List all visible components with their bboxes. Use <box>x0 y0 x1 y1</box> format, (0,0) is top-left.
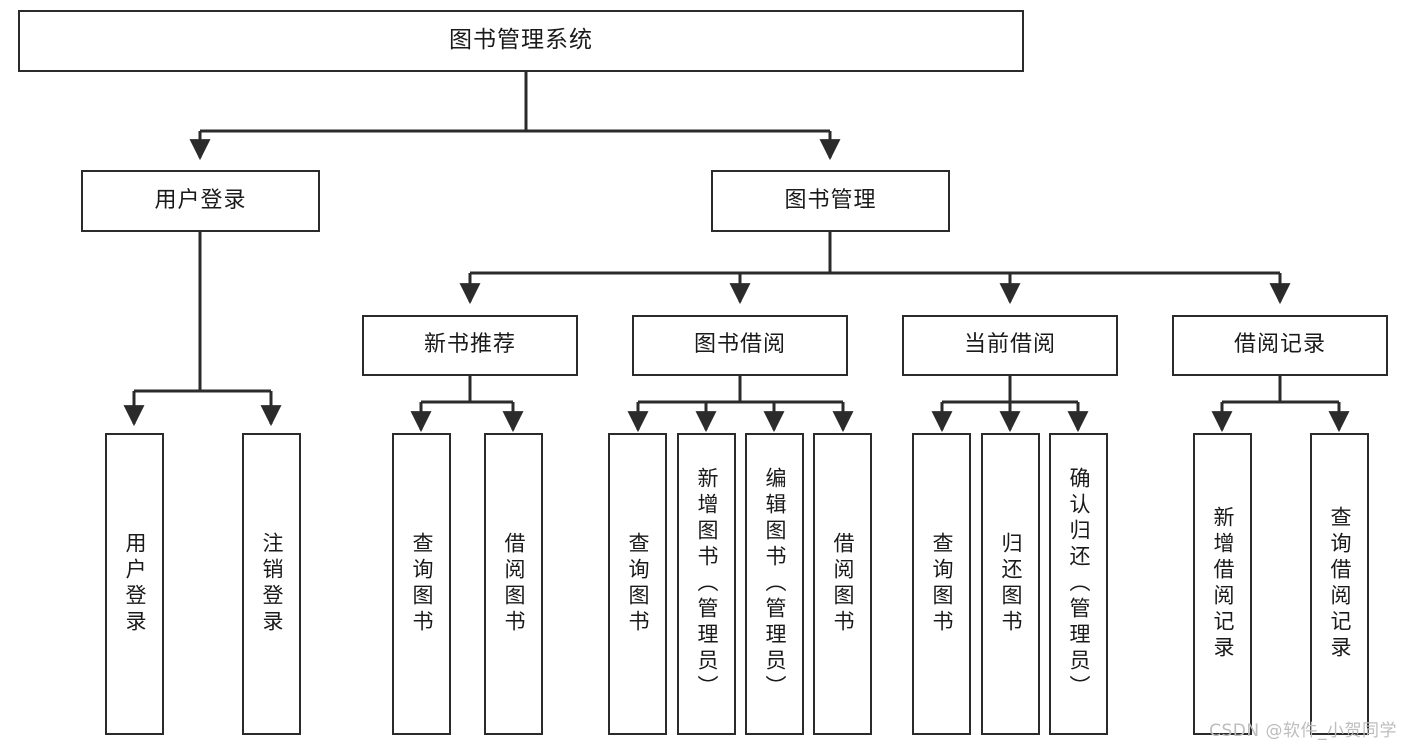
watermark: CSDN @软件_小贺同学 <box>1209 721 1397 741</box>
leaf-edit-book-label: 编辑图书（管理员） <box>763 467 787 701</box>
node-book-borrow[interactable]: 图书借阅 <box>632 315 848 376</box>
leaf-return-book-label: 归还图书 <box>999 532 1023 636</box>
node-book-manage-label: 图书管理 <box>784 187 877 213</box>
leaf-add-record-label: 新增借阅记录 <box>1211 506 1235 662</box>
leaf-confirm-return-label: 确认归还（管理员） <box>1067 467 1091 701</box>
leaf-user-login-label: 用户登录 <box>123 532 147 636</box>
node-book-manage[interactable]: 图书管理 <box>711 170 950 232</box>
leaf-query-book-2-label: 查询图书 <box>626 532 650 636</box>
leaf-edit-book[interactable]: 编辑图书（管理员） <box>745 433 804 735</box>
node-root[interactable]: 图书管理系统 <box>18 10 1024 72</box>
node-current-borrow[interactable]: 当前借阅 <box>902 315 1118 376</box>
leaf-query-book-1[interactable]: 查询图书 <box>392 433 451 735</box>
node-borrow-record-label: 借阅记录 <box>1233 332 1326 358</box>
leaf-borrow-book-1[interactable]: 借阅图书 <box>484 433 543 735</box>
node-new-book-rec-label: 新书推荐 <box>423 332 516 358</box>
leaf-add-book-label: 新增图书（管理员） <box>695 467 719 701</box>
node-borrow-record[interactable]: 借阅记录 <box>1172 315 1388 376</box>
leaf-query-book-1-label: 查询图书 <box>410 532 434 636</box>
leaf-borrow-book-2[interactable]: 借阅图书 <box>813 433 872 735</box>
node-new-book-rec[interactable]: 新书推荐 <box>362 315 578 376</box>
leaf-user-logout[interactable]: 注销登录 <box>242 433 301 735</box>
leaf-query-book-3-label: 查询图书 <box>930 532 954 636</box>
node-user-login[interactable]: 用户登录 <box>81 170 320 232</box>
leaf-add-book[interactable]: 新增图书（管理员） <box>677 433 736 735</box>
node-user-login-label: 用户登录 <box>154 187 247 213</box>
leaf-query-record[interactable]: 查询借阅记录 <box>1310 433 1369 735</box>
leaf-user-logout-label: 注销登录 <box>260 532 284 636</box>
leaf-borrow-book-1-label: 借阅图书 <box>502 532 526 636</box>
node-root-label: 图书管理系统 <box>449 27 593 54</box>
leaf-user-login[interactable]: 用户登录 <box>105 433 164 735</box>
node-book-borrow-label: 图书借阅 <box>693 332 786 358</box>
leaf-return-book[interactable]: 归还图书 <box>981 433 1040 735</box>
leaf-query-book-3[interactable]: 查询图书 <box>912 433 971 735</box>
leaf-confirm-return[interactable]: 确认归还（管理员） <box>1049 433 1108 735</box>
leaf-query-record-label: 查询借阅记录 <box>1328 506 1352 662</box>
leaf-borrow-book-2-label: 借阅图书 <box>831 532 855 636</box>
node-current-borrow-label: 当前借阅 <box>963 332 1056 358</box>
leaf-query-book-2[interactable]: 查询图书 <box>608 433 667 735</box>
leaf-add-record[interactable]: 新增借阅记录 <box>1193 433 1252 735</box>
